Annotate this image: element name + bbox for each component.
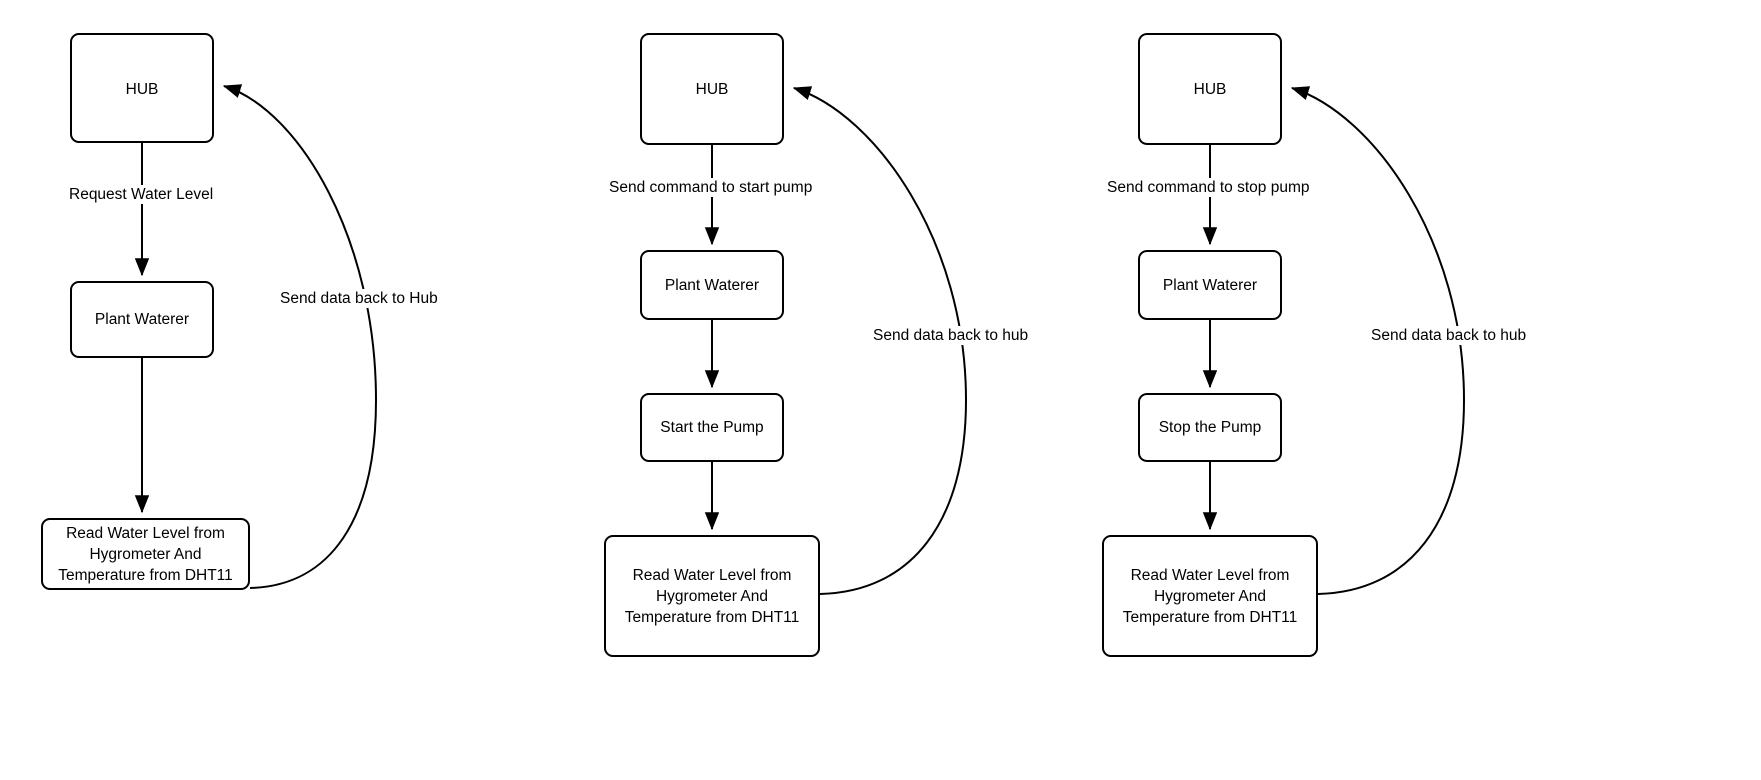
node-plant-waterer-request-water-level[interactable]: Plant Waterer bbox=[70, 281, 214, 358]
node-read-sensors-start-pump[interactable]: Read Water Level from Hygrometer And Tem… bbox=[604, 535, 820, 657]
connector-read-sensors-to-hub bbox=[222, 84, 378, 589]
node-start-the-pump[interactable]: Start the Pump bbox=[640, 393, 784, 462]
node-plant-waterer-start-pump[interactable]: Plant Waterer bbox=[640, 250, 784, 320]
node-hub-request-water-level[interactable]: HUB bbox=[70, 33, 214, 143]
panel-start-pump-connectors bbox=[704, 86, 968, 595]
panel-request-water-level-connectors bbox=[134, 84, 378, 589]
connector-read-sensors-to-hub bbox=[1290, 86, 1466, 595]
connector-read-sensors-to-hub bbox=[792, 86, 968, 595]
panel-stop-pump-connectors bbox=[1202, 86, 1466, 595]
edge-label-send-command-to-start-pump: Send command to start pump bbox=[606, 178, 816, 197]
edge-label-send-data-back-to-hub-3: Send data back to hub bbox=[1368, 326, 1530, 345]
node-plant-waterer-stop-pump[interactable]: Plant Waterer bbox=[1138, 250, 1282, 320]
edge-label-send-data-back-to-hub-1: Send data back to Hub bbox=[277, 289, 441, 308]
node-hub-stop-pump[interactable]: HUB bbox=[1138, 33, 1282, 145]
node-stop-the-pump[interactable]: Stop the Pump bbox=[1138, 393, 1282, 462]
node-read-sensors-request-water-level[interactable]: Read Water Level from Hygrometer And Tem… bbox=[41, 518, 250, 590]
edge-label-request-water-level: Request Water Level bbox=[66, 185, 217, 204]
node-read-sensors-stop-pump[interactable]: Read Water Level from Hygrometer And Tem… bbox=[1102, 535, 1318, 657]
edge-label-send-data-back-to-hub-2: Send data back to hub bbox=[870, 326, 1032, 345]
edge-label-send-command-to-stop-pump: Send command to stop pump bbox=[1104, 178, 1313, 197]
node-hub-start-pump[interactable]: HUB bbox=[640, 33, 784, 145]
